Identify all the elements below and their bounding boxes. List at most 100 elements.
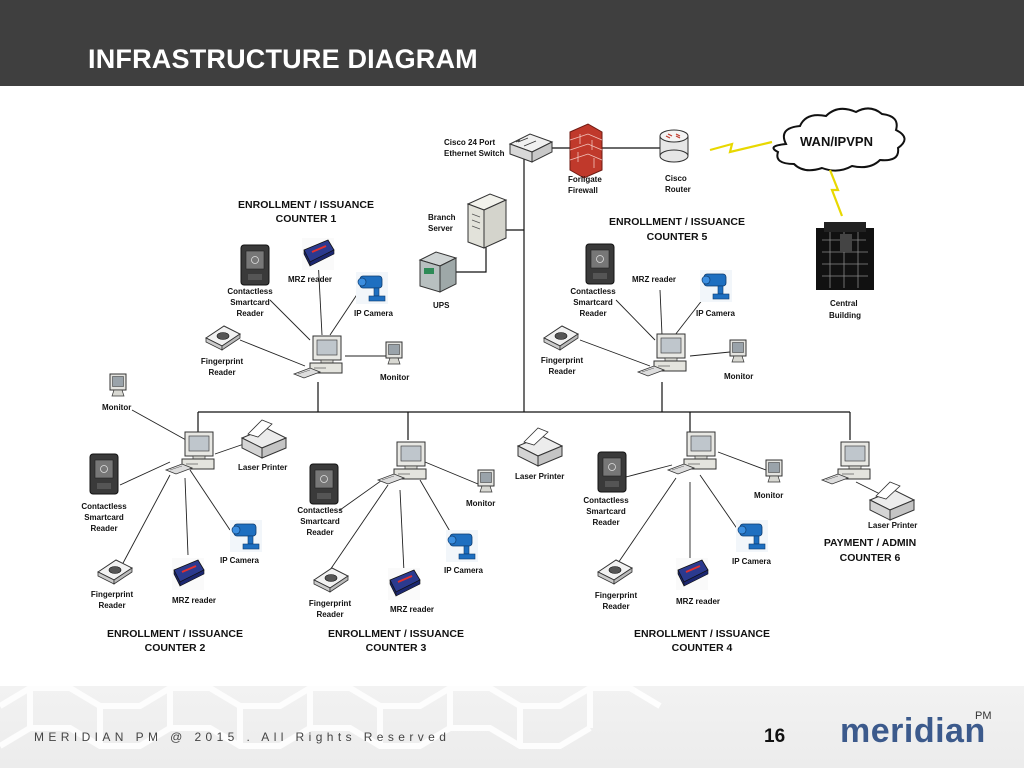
copyright-text: MERIDIAN PM @ 2015 . All Rights Reserved xyxy=(34,730,451,744)
svg-text:Fingerprint: Fingerprint xyxy=(201,357,244,366)
counter2-printer-label: Laser Printer xyxy=(238,463,287,472)
svg-text:ENROLLMENT / ISSUANCE: ENROLLMENT / ISSUANCE xyxy=(238,199,374,211)
svg-text:Reader: Reader xyxy=(548,367,575,376)
server-label-1: Branch xyxy=(428,213,456,222)
counter5-camera-label: IP Camera xyxy=(696,309,736,318)
counter3-title-2: COUNTER 3 xyxy=(366,642,427,654)
counter4-camera-label: IP Camera xyxy=(732,557,772,566)
counter2-smartcard-3: Reader xyxy=(90,524,117,533)
counter4-fingerprint-1: Fingerprint xyxy=(595,591,638,600)
firewall-label-1: Forligate xyxy=(568,175,602,184)
central-building-icon xyxy=(816,222,874,290)
counter3-monitor-label: Monitor xyxy=(466,499,495,508)
counter4-camera-icon xyxy=(735,519,769,553)
svg-text:Smartcard: Smartcard xyxy=(84,513,124,522)
counter3-workstation-icon xyxy=(377,441,427,485)
counter5-workstation-icon xyxy=(637,333,687,377)
counter5-fingerprint-2: Reader xyxy=(548,367,575,376)
counter5-monitor-label: Monitor xyxy=(724,372,753,381)
counter1-title-1: ENROLLMENT / ISSUANCE xyxy=(238,199,374,211)
svg-text:WAN/IPVPN: WAN/IPVPN xyxy=(800,134,873,149)
counter5-camera-icon xyxy=(699,269,733,303)
svg-text:Reader: Reader xyxy=(592,518,619,527)
svg-text:MRZ reader: MRZ reader xyxy=(676,597,720,606)
infrastructure-diagram: Cisco 24 Port Ethernet Switch Forligate … xyxy=(81,107,917,654)
page-number: 16 xyxy=(764,726,786,747)
svg-text:Forligate: Forligate xyxy=(568,175,602,184)
svg-text:Reader: Reader xyxy=(98,601,125,610)
svg-text:Building: Building xyxy=(829,311,861,320)
counter2-title-2: COUNTER 2 xyxy=(145,642,206,654)
counter3-camera-icon xyxy=(445,529,479,563)
counter2-mrz-label: MRZ reader xyxy=(172,596,216,605)
svg-text:Contactless: Contactless xyxy=(81,502,127,511)
router-label-2: Router xyxy=(665,185,691,194)
server-label-2: Server xyxy=(428,224,453,233)
svg-text:Reader: Reader xyxy=(316,610,343,619)
counter1-fingerprint-icon xyxy=(205,325,241,351)
svg-text:Smartcard: Smartcard xyxy=(573,298,613,307)
counter2-camera-label: IP Camera xyxy=(220,556,260,565)
svg-text:Monitor: Monitor xyxy=(754,491,783,500)
svg-text:Monitor: Monitor xyxy=(466,499,495,508)
counter1-smartcard-3: Reader xyxy=(236,309,263,318)
svg-text:UPS: UPS xyxy=(433,301,450,310)
counter3-smartcard-icon xyxy=(309,463,339,505)
svg-text:Laser Printer: Laser Printer xyxy=(868,521,917,530)
counter4-monitor-label: Monitor xyxy=(754,491,783,500)
counter2-title-1: ENROLLMENT / ISSUANCE xyxy=(107,628,243,640)
counter3-camera-label: IP Camera xyxy=(444,566,484,575)
counter1-mrz-label: MRZ reader xyxy=(288,275,332,284)
ups-icon xyxy=(418,251,458,293)
counter5-title-1: ENROLLMENT / ISSUANCE xyxy=(609,216,745,228)
svg-text:IP Camera: IP Camera xyxy=(354,309,394,318)
logo-pm-mark: PM xyxy=(975,710,992,722)
svg-text:Contactless: Contactless xyxy=(227,287,273,296)
counter5-smartcard-3: Reader xyxy=(579,309,606,318)
counter2-camera-icon xyxy=(229,519,263,553)
counter4-smartcard-2: Smartcard xyxy=(586,507,626,516)
svg-text:COUNTER 3: COUNTER 3 xyxy=(366,642,427,654)
counter2-monitor-icon xyxy=(109,373,127,397)
counter4-mrz-icon xyxy=(675,557,709,591)
svg-text:MRZ reader: MRZ reader xyxy=(288,275,332,284)
counter4-fingerprint-2: Reader xyxy=(602,602,629,611)
footer-hex-pattern xyxy=(0,686,662,749)
counter3-monitor-icon xyxy=(477,469,495,493)
svg-text:Fingerprint: Fingerprint xyxy=(91,590,134,599)
svg-text:Contactless: Contactless xyxy=(297,506,343,515)
svg-text:Central: Central xyxy=(830,299,858,308)
svg-text:Monitor: Monitor xyxy=(102,403,131,412)
lightning-wan-central-icon xyxy=(828,169,844,217)
counter6-title-2: COUNTER 6 xyxy=(840,552,901,564)
svg-text:Reader: Reader xyxy=(90,524,117,533)
meridian-logo: meridian xyxy=(840,712,986,750)
counter4-smartcard-3: Reader xyxy=(592,518,619,527)
counter2-smartcard-1: Contactless xyxy=(81,502,127,511)
svg-text:ENROLLMENT / ISSUANCE: ENROLLMENT / ISSUANCE xyxy=(107,628,243,640)
counter5-fingerprint-1: Fingerprint xyxy=(541,356,584,365)
counter3-fingerprint-1: Fingerprint xyxy=(309,599,352,608)
counter1-title-2: COUNTER 1 xyxy=(276,213,337,225)
counter2-fingerprint-1: Fingerprint xyxy=(91,590,134,599)
counter2-mrz-icon xyxy=(171,557,205,591)
ethernet-switch xyxy=(508,133,554,163)
slide-title: INFRASTRUCTURE DIAGRAM xyxy=(88,44,478,74)
svg-text:Reader: Reader xyxy=(306,528,333,537)
counter5-mrz-label: MRZ reader xyxy=(632,275,676,284)
svg-text:COUNTER 4: COUNTER 4 xyxy=(672,642,733,654)
svg-text:Contactless: Contactless xyxy=(570,287,616,296)
counter4-workstation-icon xyxy=(667,431,717,475)
peripheral-cables xyxy=(119,257,881,573)
counter6-printer-icon xyxy=(869,481,915,521)
counter5-fingerprint-icon xyxy=(543,325,579,351)
firewall-label-2: Firewall xyxy=(568,186,598,195)
svg-text:MRZ reader: MRZ reader xyxy=(390,605,434,614)
svg-text:Branch: Branch xyxy=(428,213,456,222)
counter6-title-1: PAYMENT / ADMIN xyxy=(824,537,916,549)
svg-text:Smartcard: Smartcard xyxy=(300,517,340,526)
counter3-title-1: ENROLLMENT / ISSUANCE xyxy=(328,628,464,640)
svg-text:Smartcard: Smartcard xyxy=(586,507,626,516)
counter1-fingerprint-2: Reader xyxy=(208,368,235,377)
counter1-monitor-icon xyxy=(385,341,403,365)
